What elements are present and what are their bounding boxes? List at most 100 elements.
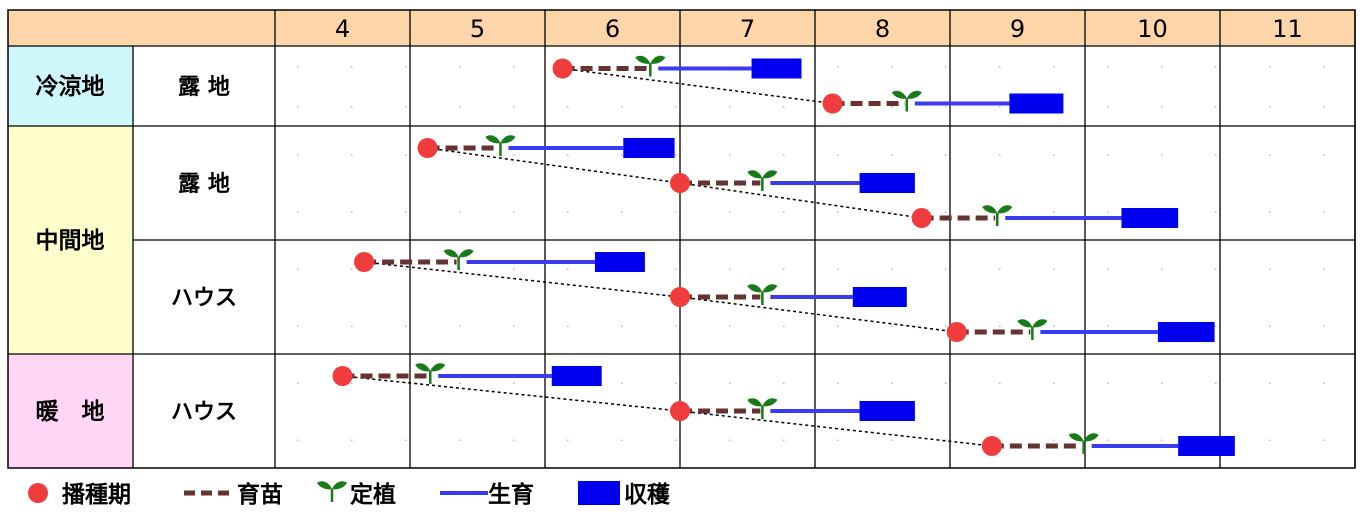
grid-dot	[1215, 325, 1217, 327]
grid-dot	[513, 325, 515, 327]
grid-dot	[783, 439, 785, 441]
harvest-period	[1009, 93, 1064, 114]
grid-dot	[567, 439, 569, 441]
grid-dot	[999, 106, 1001, 108]
schedule	[670, 398, 915, 421]
grid-dot	[405, 382, 407, 384]
planting-icon	[485, 135, 516, 156]
sowing-marker	[332, 366, 353, 386]
grid-dot	[1323, 325, 1325, 327]
grid-dot	[1269, 106, 1271, 108]
planting-icon	[415, 363, 446, 384]
grid-dot	[999, 325, 1001, 327]
grid-dot	[999, 382, 1001, 384]
seedling-leaf	[1017, 319, 1033, 328]
grid-dot	[729, 439, 731, 441]
legend: 播種期育苗定植生育収穫	[28, 481, 670, 508]
planting-icon	[1017, 319, 1048, 340]
grid-dot	[1107, 382, 1109, 384]
grid-dot	[621, 154, 623, 156]
cultivation-type-label: ハウス	[171, 286, 237, 311]
harvest-period	[859, 401, 915, 421]
grid-dot	[891, 268, 893, 270]
grid-dot	[351, 439, 353, 441]
grid-dot	[405, 154, 407, 156]
grid-dot	[1053, 154, 1055, 156]
grid-dot	[621, 439, 623, 441]
sowing-connector	[342, 375, 681, 412]
sowing-marker	[822, 93, 843, 114]
grid-dot	[405, 439, 407, 441]
sowing-marker	[946, 322, 967, 342]
month-label: 10	[1137, 15, 1168, 43]
seedling-leaf	[747, 284, 763, 293]
seedling-leaf	[317, 481, 332, 490]
grid-dot	[1323, 382, 1325, 384]
sowing-marker	[552, 58, 573, 79]
sowing-connector	[679, 182, 922, 219]
grid-dot	[567, 268, 569, 270]
harvest-period	[1157, 322, 1215, 342]
grid-dot	[297, 106, 299, 108]
grid-dot	[945, 154, 947, 156]
region-cell	[8, 354, 133, 468]
grid-dot	[513, 211, 515, 213]
grid-dot	[351, 325, 353, 327]
grid-dot	[675, 325, 677, 327]
planting-icon	[747, 398, 778, 419]
grid-dot	[351, 106, 353, 108]
grid-dot	[297, 211, 299, 213]
grid-dot	[783, 106, 785, 108]
grid-dot	[675, 211, 677, 213]
grid-dot	[1269, 268, 1271, 270]
grid-dot	[945, 66, 947, 68]
region-label: 中間地	[36, 228, 105, 254]
month-label: 11	[1272, 15, 1303, 43]
grid-dot	[1269, 154, 1271, 156]
planting-icon	[443, 249, 474, 270]
grid-dot	[783, 268, 785, 270]
grid-dot	[297, 66, 299, 68]
grid-dot	[351, 66, 353, 68]
grid-dot	[729, 211, 731, 213]
grid-dot	[729, 154, 731, 156]
harvest-period	[859, 173, 915, 193]
seedling-leaf	[747, 398, 763, 407]
grid-dot	[405, 211, 407, 213]
grid-dot	[891, 106, 893, 108]
grid-dot	[459, 325, 461, 327]
month-label: 4	[335, 15, 350, 43]
seedling-leaf	[747, 170, 763, 179]
grid-dot	[945, 325, 947, 327]
grid-dot	[729, 325, 731, 327]
sowing-connector	[427, 147, 681, 184]
grid-dot	[675, 382, 677, 384]
grid-dot	[1215, 268, 1217, 270]
cultivation-type-label: ハウス	[171, 400, 237, 425]
grid-dot	[513, 66, 515, 68]
grid-dot	[513, 154, 515, 156]
grid-dot	[513, 268, 515, 270]
schedule	[354, 249, 645, 272]
grid-dot	[1107, 154, 1109, 156]
legend-growth-label: 生育	[488, 481, 534, 508]
month-label: 5	[470, 15, 485, 43]
sowing-marker	[670, 401, 690, 421]
grid-dot	[1323, 66, 1325, 68]
grid-dot	[729, 268, 731, 270]
schedule	[670, 170, 915, 193]
seedling-leaf	[650, 55, 666, 64]
grid-dot	[1053, 66, 1055, 68]
grid-dot	[999, 66, 1001, 68]
grid-dot	[297, 154, 299, 156]
grid-dot	[567, 211, 569, 213]
grid-dot	[351, 154, 353, 156]
grid-dot	[1323, 106, 1325, 108]
grid-dot	[567, 106, 569, 108]
grid-dot	[945, 211, 947, 213]
region-label: 冷涼地	[36, 73, 105, 100]
schedule	[417, 135, 675, 158]
grid-dot	[1269, 325, 1271, 327]
grid-dot	[999, 154, 1001, 156]
grid-dot	[1053, 211, 1055, 213]
